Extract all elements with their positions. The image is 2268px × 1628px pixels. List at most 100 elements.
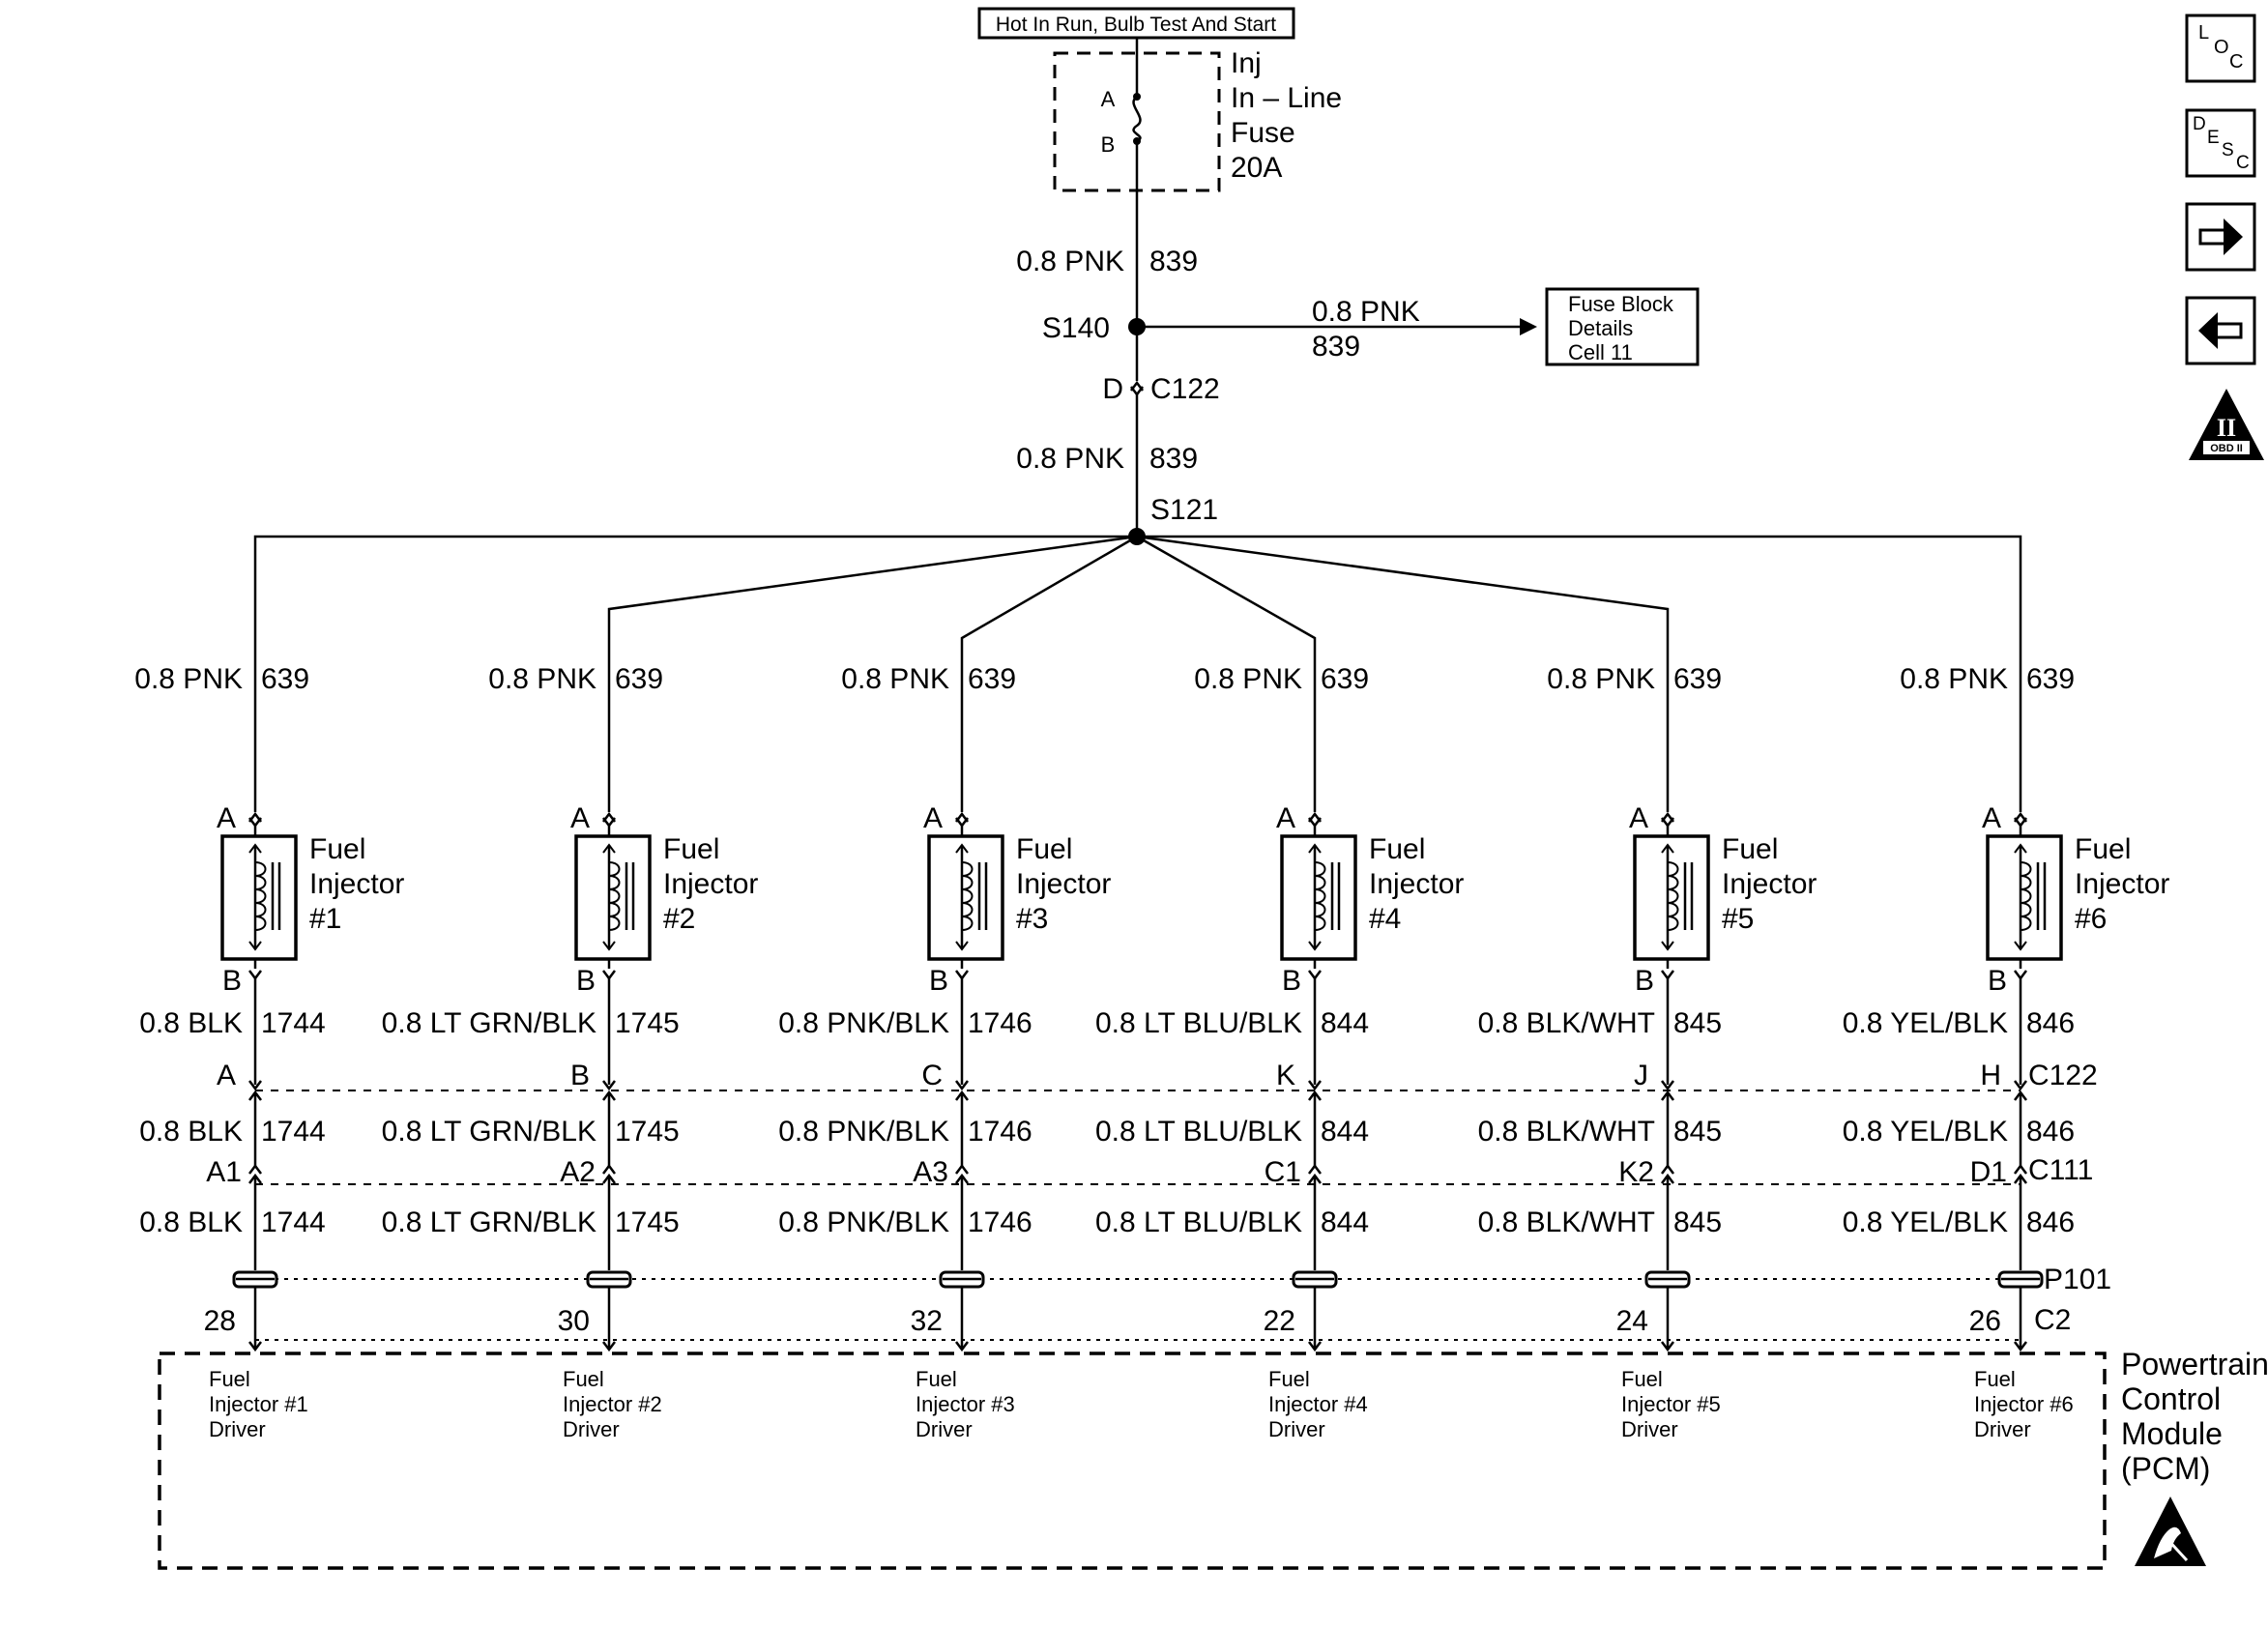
injector-3-driver-line2: Injector #3 xyxy=(916,1392,1015,1416)
injector-1-wire-gauge-3: 0.8 BLK xyxy=(139,1206,243,1238)
injector-1-column xyxy=(220,812,298,1352)
injector-1-driver-line3: Driver xyxy=(209,1417,266,1441)
injector-3-body[interactable] xyxy=(927,834,1004,961)
injector-5-c111-pin: K2 xyxy=(1618,1156,1654,1188)
injector-5-driver-line1: Fuel xyxy=(1621,1367,1663,1391)
injector-4-driver-line3: Driver xyxy=(1268,1417,1325,1441)
injector-2-driver-line2: Injector #2 xyxy=(563,1392,662,1416)
injector-4-wire-gauge-1: 0.8 LT BLU/BLK xyxy=(1095,1007,1302,1039)
splice-branches xyxy=(253,535,2022,812)
branch-gauge: 0.8 PNK xyxy=(1312,296,1420,328)
loc-letter-c: C xyxy=(2229,51,2243,73)
injector-5-driver-line2: Injector #5 xyxy=(1621,1392,1721,1416)
injector-5-wire-gauge-3: 0.8 BLK/WHT xyxy=(1478,1206,1655,1238)
previous-page-button[interactable] xyxy=(2185,296,2256,365)
injector-4-c122-pin: K xyxy=(1276,1060,1295,1091)
injector-3-wire-circuit-2: 1746 xyxy=(968,1116,1032,1148)
fuse-label-line1: Inj xyxy=(1231,47,1262,79)
injector-4-wire-gauge-2: 0.8 LT BLU/BLK xyxy=(1095,1116,1302,1148)
injector-2-pin-b: B xyxy=(576,965,596,997)
injector-2-driver-line3: Driver xyxy=(563,1417,620,1441)
injector-5-name-line2: Injector xyxy=(1722,868,1817,900)
injector-6-c111-pin: D1 xyxy=(1970,1156,2007,1188)
injector-3-c111-pin: A3 xyxy=(913,1156,948,1188)
injector-3-name-line2: Injector xyxy=(1016,868,1111,900)
arrow-right-icon xyxy=(2198,218,2243,255)
injector-3-pin-b: B xyxy=(929,965,948,997)
injector-6-pin-a: A xyxy=(1982,802,2001,834)
splice-s121-label: S121 xyxy=(1150,494,1218,526)
injector-5-pin-b: B xyxy=(1635,965,1654,997)
fuse-label-line2: In – Line xyxy=(1231,82,1342,114)
injector-2-pcm-pin: 30 xyxy=(558,1305,590,1337)
injector-5-body[interactable] xyxy=(1633,834,1710,961)
injector-4-c111-pin: C1 xyxy=(1265,1156,1301,1188)
injector-6-name-line1: Fuel xyxy=(2075,833,2131,865)
injector-4-name-line1: Fuel xyxy=(1369,833,1425,865)
fuse-block-details-link[interactable]: Fuse Block Details Cell 11 xyxy=(1545,287,1700,366)
injector-1-body[interactable] xyxy=(220,834,298,961)
c111-label: C111 xyxy=(2028,1154,2093,1186)
injector-2-column xyxy=(574,812,652,1352)
injector-1-name-line2: Injector xyxy=(309,868,404,900)
injector-1-pcm-pin: 28 xyxy=(204,1305,236,1337)
injector-1-driver-line1: Fuel xyxy=(209,1367,250,1391)
obd-label: OBD II xyxy=(2210,443,2243,454)
injector-1-name-line3: #1 xyxy=(309,903,341,935)
fuse-label-line4: 20A xyxy=(1231,152,1282,184)
injector-3-wire-gauge-1: 0.8 PNK/BLK xyxy=(778,1007,949,1039)
injector-4-feed-gauge: 0.8 PNK xyxy=(1194,663,1302,695)
injector-4-feed-circuit: 639 xyxy=(1321,663,1369,695)
injector-5-name-line1: Fuel xyxy=(1722,833,1778,865)
injector-2-feed-circuit: 639 xyxy=(615,663,663,695)
injector-6-feed-gauge: 0.8 PNK xyxy=(1900,663,2008,695)
wire-839-top-gauge: 0.8 PNK xyxy=(1016,246,1124,277)
fuse-block-link-line3: Cell 11 xyxy=(1568,340,1633,364)
injector-5-driver-line3: Driver xyxy=(1621,1417,1678,1441)
injector-1-pin-a: A xyxy=(217,802,236,834)
injector-3-pin-a: A xyxy=(923,802,943,834)
esd-warning-icon xyxy=(2135,1497,2206,1566)
injector-6-feed-circuit: 639 xyxy=(2026,663,2075,695)
branch-circuit: 839 xyxy=(1312,331,1360,363)
p101-label: P101 xyxy=(2044,1264,2111,1295)
injector-6-wire-gauge-2: 0.8 YEL/BLK xyxy=(1843,1116,2008,1148)
injector-2-body[interactable] xyxy=(574,834,652,961)
injector-2-wire-circuit-1: 1745 xyxy=(615,1007,680,1039)
description-button[interactable]: D E S C xyxy=(2185,108,2256,178)
injector-4-pin-a: A xyxy=(1276,802,1295,834)
injector-4-driver-line1: Fuel xyxy=(1268,1367,1310,1391)
injector-4-wire-circuit-2: 844 xyxy=(1321,1116,1369,1148)
injector-4-p101-connector xyxy=(1292,1270,1338,1289)
injector-3-name-line3: #3 xyxy=(1016,903,1048,935)
injector-4-wire-circuit-3: 844 xyxy=(1321,1206,1369,1238)
injector-1-wire-gauge-2: 0.8 BLK xyxy=(139,1116,243,1148)
injector-5-feed-gauge: 0.8 PNK xyxy=(1547,663,1655,695)
injector-5-column xyxy=(1633,812,1710,1352)
injector-2-driver-line1: Fuel xyxy=(563,1367,604,1391)
location-button[interactable]: L O C xyxy=(2185,14,2256,83)
injector-5-pin-a: A xyxy=(1629,802,1648,834)
injector-2-c111-pin: A2 xyxy=(560,1156,596,1188)
injector-2-pin-a: A xyxy=(570,802,590,834)
injector-1-wire-circuit-2: 1744 xyxy=(261,1116,326,1148)
injector-3-c122-pin: C xyxy=(921,1060,943,1091)
wire-839-mid-circuit: 839 xyxy=(1149,443,1198,475)
c122-trunk-pin: D xyxy=(1102,373,1123,405)
injector-4-wire-gauge-3: 0.8 LT BLU/BLK xyxy=(1095,1206,1302,1238)
injector-4-column xyxy=(1280,812,1357,1352)
fuse-pin-a: A xyxy=(1101,87,1116,111)
injector-4-body[interactable] xyxy=(1280,834,1357,961)
injector-2-wire-circuit-2: 1745 xyxy=(615,1116,680,1148)
injector-6-body[interactable] xyxy=(1986,834,2063,961)
fuse-block-link-line1: Fuse Block xyxy=(1568,292,1674,316)
c122-label: C122 xyxy=(2028,1060,2098,1091)
injector-2-wire-gauge-2: 0.8 LT GRN/BLK xyxy=(382,1116,596,1148)
injector-3-name-line1: Fuel xyxy=(1016,833,1072,865)
loc-letter-l: L xyxy=(2198,22,2209,44)
injector-6-name-line2: Injector xyxy=(2075,868,2169,900)
injector-2-name-line2: Injector xyxy=(663,868,758,900)
next-page-button[interactable] xyxy=(2185,202,2256,272)
